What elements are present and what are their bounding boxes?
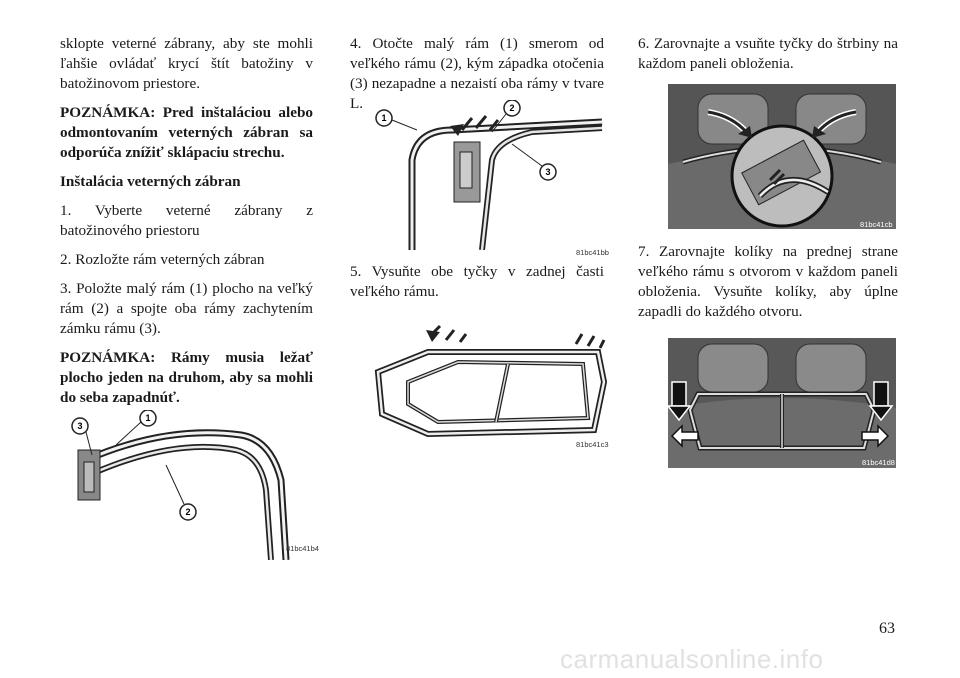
text-column-2b: 5. Vysuňte obe tyčky v zadnej časti veľk… [350,262,604,311]
trim-pins-illustration [668,338,896,468]
text-column-1: sklopte veterné zábrany, aby ste mohli ľ… [60,34,313,417]
callout-2: 2 [185,507,190,517]
callout-1: 1 [145,413,150,423]
text-column-2: 4. Otočte malý rám (1) smerom od veľkého… [350,34,604,123]
figure-code: 81bc41cb [860,220,893,229]
step-2: 2. Rozložte rám veterných zábran [60,251,265,268]
trim-panel-illustration [668,84,896,229]
figure-code: 81bc41b4 [286,544,319,553]
text-column-3b: 7. Zarovnajte kolíky na prednej strane v… [638,242,898,331]
callout-1: 1 [381,113,386,123]
watermark: carmanualsonline.info [560,644,824,674]
figure-rotation-latch: 1 2 3 81bc41bb [372,100,609,257]
step-1: 1. Vyberte veterné zábrany z batožinovéh… [60,202,313,239]
callout-3: 3 [545,167,550,177]
note-paragraph: POZNÁMKA: Pred inštaláciou alebo odmonto… [60,104,313,161]
step-5: 5. Vysuňte obe tyčky v zadnej časti veľk… [350,263,604,300]
step-3: 3. Položte malý rám (1) plocho na veľký … [60,280,313,337]
note-paragraph: POZNÁMKA: Rámy musia ležať plocho jeden … [60,349,313,406]
step-4: 4. Otočte malý rám (1) smerom od veľkého… [350,35,604,112]
figure-code: 81bc41c3 [576,440,609,449]
page-number: 63 [879,620,895,637]
full-frame-illustration [374,324,608,438]
section-heading: Inštalácia veterných zábran [60,173,241,190]
callout-3: 3 [77,421,82,431]
frame-latch-illustration: 3 1 2 [71,410,290,560]
figure-trim-panel-slot: 81bc41cb [668,84,896,229]
step-6: 6. Zarovnajte a vsuňte tyčky do štrbiny … [638,35,898,72]
paragraph: sklopte veterné zábrany, aby ste mohli ľ… [60,35,313,92]
figure-frame-latch: 3 1 2 81bc41b4 [66,410,319,560]
rotation-latch-illustration: 1 2 3 [375,100,603,250]
figure-code: 81bc41d8 [862,458,895,467]
figure-full-frame: 81bc41c3 [368,322,609,450]
figure-code: 81bc41bb [576,248,609,257]
text-column-3: 6. Zarovnajte a vsuňte tyčky do štrbiny … [638,34,898,83]
step-7: 7. Zarovnajte kolíky na prednej strane v… [638,243,898,320]
figure-trim-panel-pins: 81bc41d8 [668,338,896,468]
callout-2: 2 [509,103,514,113]
